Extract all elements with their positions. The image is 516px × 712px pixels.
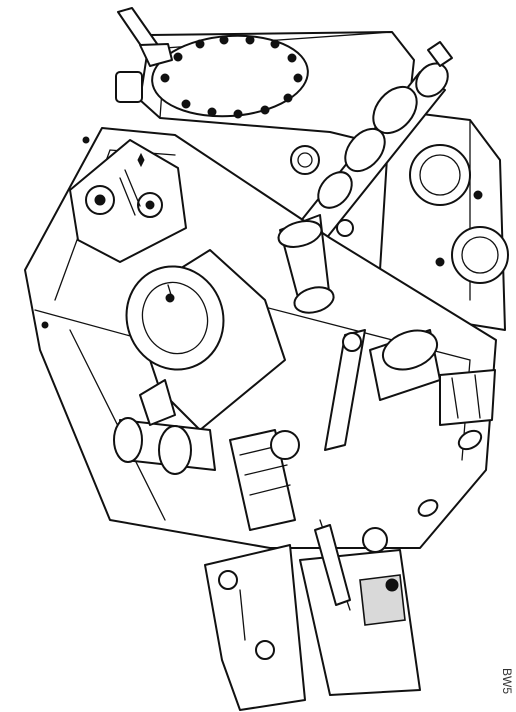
cover-bolts xyxy=(160,35,303,119)
right-housing xyxy=(379,109,509,331)
elbow-pipe xyxy=(277,145,354,314)
figure-reference-code: BW5 xyxy=(500,668,514,695)
oval-cover-plate xyxy=(151,34,309,118)
control-box xyxy=(69,139,187,263)
lower-left-fittings xyxy=(113,379,300,531)
lower-fittings xyxy=(324,329,496,451)
upper-port xyxy=(409,144,471,206)
top-housing xyxy=(139,31,415,151)
inclined-pipe xyxy=(299,41,453,241)
motor xyxy=(125,249,286,431)
bottom-bracket xyxy=(204,519,421,711)
lever-handle xyxy=(115,7,173,103)
lower-port xyxy=(451,226,509,284)
